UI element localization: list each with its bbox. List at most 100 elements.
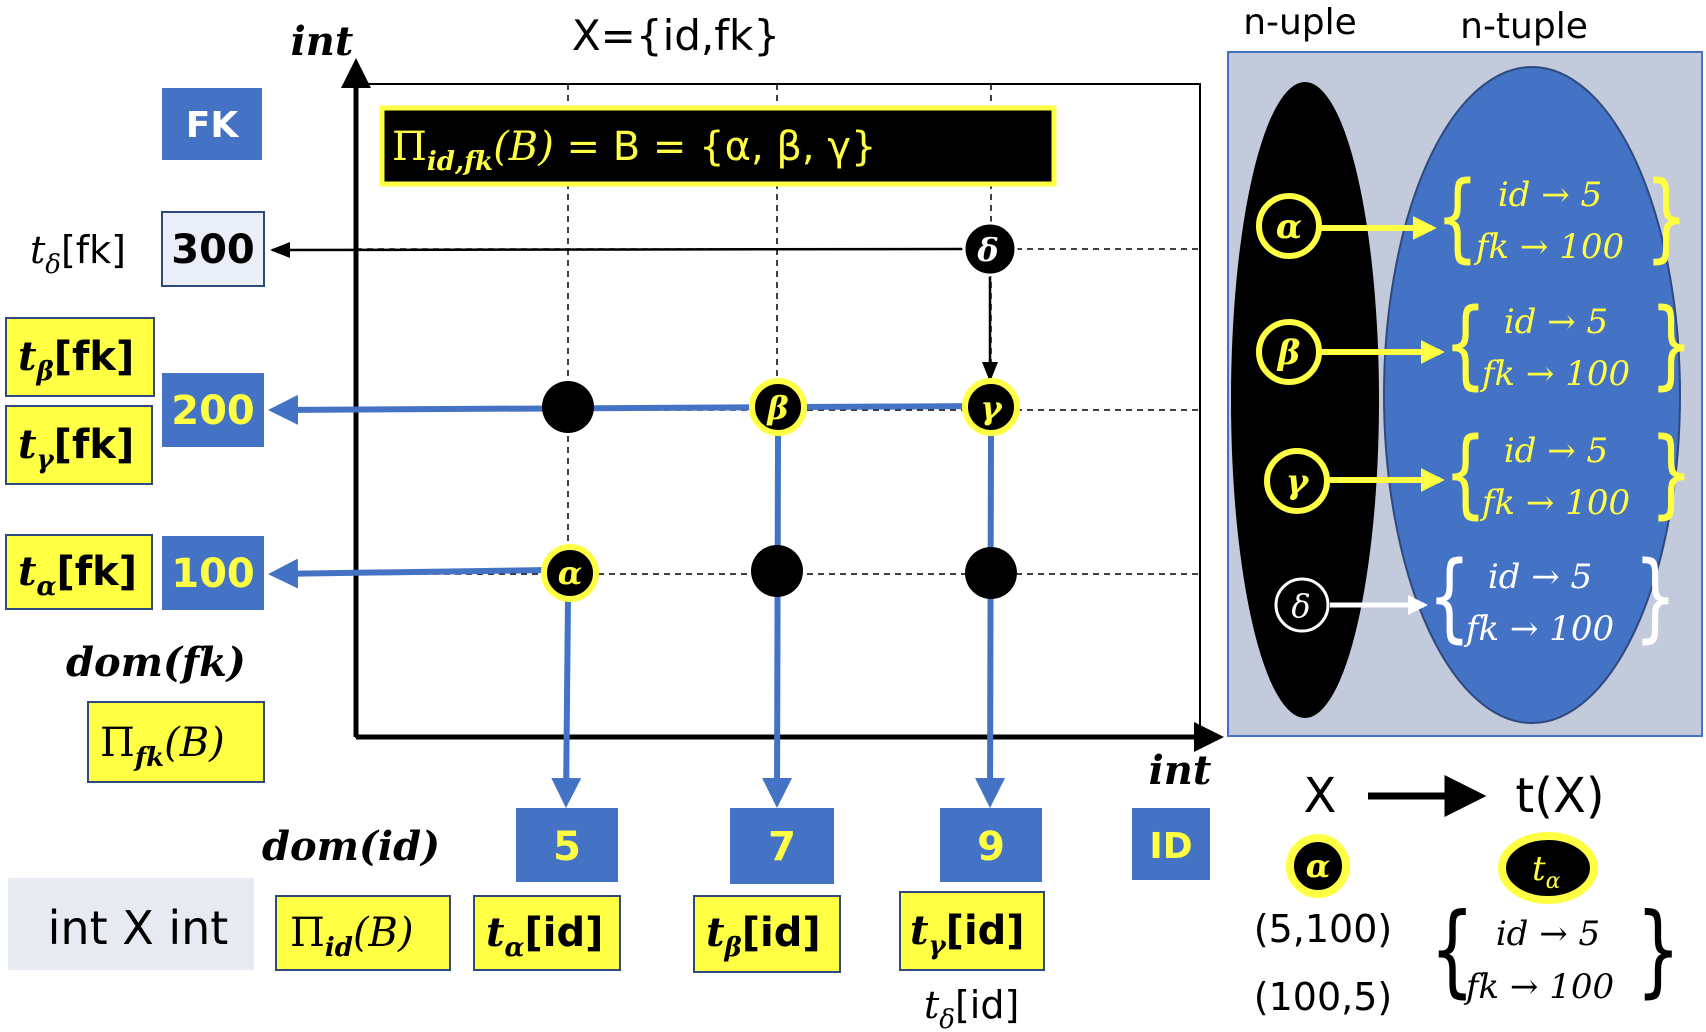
t-beta-fk-label: tβ[fk] (18, 333, 134, 387)
mapping-t-alpha-label: tα (1532, 849, 1561, 894)
panel-gamma-brace-close: } (1650, 417, 1693, 529)
mapping-tx: t(X) (1515, 768, 1604, 824)
delta-to-300-arrow (270, 241, 963, 258)
beta-to-id-arrow (762, 434, 793, 808)
pi-id-label: Πid(B) (290, 910, 414, 963)
pi-fk-box (87, 701, 265, 783)
id-value-7: 7 (768, 824, 796, 870)
t-alpha-fk-box (5, 534, 153, 610)
id-header-box (1132, 808, 1210, 880)
point-beta-label: β (766, 389, 788, 427)
diagram-title: X={id,fk} (572, 11, 780, 60)
t-alpha-id-box (473, 895, 621, 971)
mapping-line1: id → 5 (1496, 914, 1600, 954)
t-alpha-fk-label: tα[fk] (18, 548, 137, 602)
int-x-int-box (8, 878, 254, 970)
nuple-label: n-uple (1243, 2, 1357, 43)
t-gamma-fk-label: tγ[fk] (18, 421, 134, 475)
panel-beta-line2: fk → 100 (1479, 354, 1630, 394)
panel-alpha-line1: id → 5 (1498, 175, 1602, 215)
alpha-to-id-arrow (551, 597, 582, 808)
t-gamma-id-box (899, 891, 1045, 971)
panel-delta-circle (1274, 577, 1330, 633)
fk-value-100-box (162, 536, 264, 610)
id-value-5: 5 (553, 824, 581, 870)
t-delta-fk-label: tδ[fk] (30, 228, 126, 280)
fk-value-300-box (161, 211, 265, 287)
mapping-alpha-label: α (1306, 847, 1331, 885)
panel-gamma-line2: fk → 100 (1479, 483, 1630, 523)
fk-value-200: 200 (171, 388, 255, 434)
t-alpha-id-label: tα[id] (486, 909, 603, 963)
point-5-200 (542, 381, 594, 433)
panel-delta-line1: id → 5 (1488, 557, 1592, 597)
panel-beta-circle (1256, 319, 1322, 385)
mapping-brace-close: } (1636, 892, 1681, 1008)
t-beta-fk-box (5, 317, 155, 397)
y-axis-label: int (291, 18, 354, 65)
fk-header-label: FK (186, 105, 240, 146)
t-gamma-id-label: tγ[id] (910, 907, 1025, 961)
panel-delta-line2: fk → 100 (1463, 609, 1614, 649)
fk-value-200-box (162, 373, 264, 447)
mapping-pair2: (100,5) (1254, 975, 1392, 1019)
panel-delta-label: δ (1291, 587, 1310, 625)
panel-delta-brace: { (1428, 541, 1471, 653)
point-alpha-label: α (558, 554, 583, 592)
banner-pi-sub: id,fk (427, 147, 493, 177)
mapping-x: X (1304, 768, 1337, 824)
point-delta-label: δ (976, 231, 998, 269)
mapping-brace-open: { (1430, 892, 1475, 1008)
point-gamma (962, 378, 1020, 436)
id-header-label: ID (1149, 826, 1192, 867)
banner-rhs: B = {α, β, γ} (613, 124, 877, 170)
id-value-9: 9 (977, 824, 1005, 870)
point-beta (749, 378, 807, 436)
point-delta (962, 221, 1018, 277)
mapping-line2: fk → 100 (1463, 967, 1614, 1007)
id-value-7-box (730, 808, 834, 884)
pi-fk-label: Πfk(B) (100, 720, 225, 773)
dom-fk-label: dom(fk) (66, 639, 246, 686)
gamma-to-id-arrow (975, 434, 1006, 808)
alpha-to-fk-arrow (268, 558, 551, 589)
point-gamma-label: γ (980, 389, 1003, 427)
panel-beta-brace-close: } (1650, 288, 1693, 400)
panel-beta-line1: id → 5 (1504, 302, 1608, 342)
panel-beta-brace: { (1444, 288, 1487, 400)
id-value-9-box (940, 808, 1042, 882)
panel-gamma-label: γ (1286, 462, 1310, 502)
panel-gamma-line1: id → 5 (1504, 431, 1608, 471)
panel-alpha-circle (1256, 193, 1322, 259)
panel-gamma-brace: { (1444, 417, 1487, 529)
fk-value-100: 100 (171, 551, 255, 597)
ntuple-ellipse (1383, 66, 1681, 724)
panel-beta-label: β (1276, 333, 1301, 373)
panel-alpha-brace: { (1436, 161, 1479, 273)
fk-value-300: 300 (171, 227, 255, 273)
point-alpha (541, 544, 599, 602)
projection-banner: Πid,fk(B) = B = {α, β, γ} (379, 105, 1057, 187)
banner-arg: (B) = (493, 124, 613, 170)
panel-delta-brace-close: } (1634, 541, 1677, 653)
mapping-t-alpha-ellipse (1498, 832, 1598, 904)
row-200-to-fk-arrow (268, 394, 991, 425)
panel-gamma-circle (1264, 448, 1330, 514)
banner-pi: Π (392, 124, 427, 170)
int-x-int-label: int X int (48, 901, 229, 955)
t-beta-id-box (693, 895, 841, 973)
point-7-100 (751, 545, 803, 597)
svg-text:Πid,fk(B) = B = {α, β, γ}: Πid,fk(B) = B = {α, β, γ} (392, 124, 876, 177)
point-9-100 (965, 547, 1017, 599)
mapping-pair1: (5,100) (1254, 907, 1392, 951)
id-value-5-box (516, 808, 618, 882)
fk-header-box (162, 88, 262, 160)
dom-id-label: dom(id) (262, 823, 440, 870)
t-gamma-fk-box (5, 405, 153, 485)
t-delta-id-label: tδ[id] (924, 983, 1019, 1032)
mapping-alpha-circle (1286, 834, 1350, 898)
t-beta-id-label: tβ[id] (706, 909, 821, 963)
pi-id-box (275, 895, 451, 971)
ntuple-label: n-tuple (1460, 6, 1588, 47)
